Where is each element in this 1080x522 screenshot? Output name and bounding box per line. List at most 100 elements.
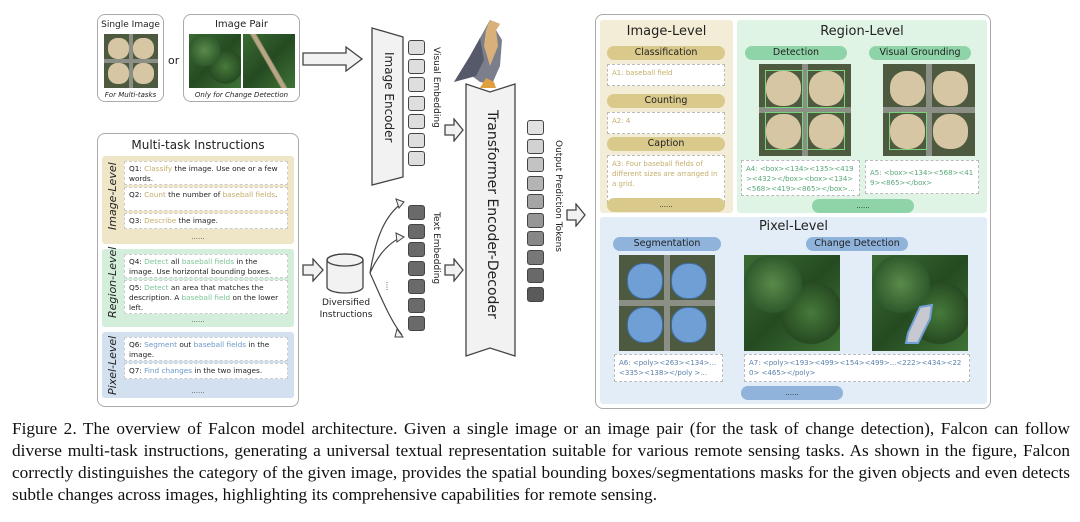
instruction-question: Q2: Count the number of baseball fields.	[124, 187, 288, 211]
baseball-field	[133, 63, 154, 84]
more-indicator: ......	[191, 233, 205, 241]
instruction-text: on the lower left.	[129, 293, 279, 312]
road	[759, 107, 851, 113]
road	[104, 59, 158, 63]
instruction-keyword: baseball fields	[193, 340, 247, 349]
output-token	[527, 249, 544, 265]
more-indicator: ......	[191, 316, 205, 324]
visual-grounding-answer: A5: <box><134><568><419><865></box>	[865, 160, 979, 194]
output-token	[527, 268, 544, 283]
baseball-field	[108, 38, 129, 59]
instruction-text: Q4:	[129, 257, 145, 266]
road	[883, 107, 975, 113]
text-token	[408, 316, 425, 331]
instruction-text: out	[177, 340, 194, 349]
level-label: Image-Level	[106, 162, 119, 230]
instruction-text: in the two images.	[192, 366, 263, 375]
baseball-field	[890, 71, 926, 107]
instruction-keyword: baseball field	[181, 293, 231, 302]
change-before-image	[744, 255, 840, 351]
instruction-question: Q7: Find changes in the two images.	[124, 363, 288, 379]
detection-answer: A4: <box><134><135><419><432></box><box>…	[741, 160, 860, 196]
text-embedding-label: Text Embedding	[431, 212, 441, 285]
diversified-instructions-label: Diversified Instructions	[319, 298, 373, 320]
arrow-right-icon	[566, 203, 586, 227]
region-level-title: Region-Level	[820, 24, 904, 39]
or-label: or	[168, 54, 180, 67]
bounding-box	[888, 111, 928, 151]
instruction-keyword: Detect	[144, 257, 169, 266]
ellipsis-label: ....	[384, 281, 393, 291]
instruction-text: .	[275, 190, 278, 199]
instruction-text: all	[168, 257, 182, 266]
output-token	[527, 157, 544, 172]
baseball-field	[626, 262, 664, 300]
single-image-note: For Multi-tasks	[104, 91, 157, 99]
instructions-title: Multi-task Instructions	[131, 138, 265, 152]
output-token	[527, 212, 544, 228]
image-task-pill: Counting	[607, 94, 725, 108]
baseball-field	[766, 71, 802, 107]
level-label: Region-Level	[106, 246, 119, 318]
text-token	[408, 297, 425, 313]
baseball-field	[133, 38, 154, 59]
baseball-field	[808, 71, 844, 107]
instruction-keyword: Find changes	[144, 366, 193, 375]
instruction-keyword: Describe	[144, 216, 177, 225]
image-more-pill: ......	[607, 198, 725, 212]
text-token	[408, 205, 425, 220]
baseball-field	[932, 71, 968, 107]
instruction-text: in the image. Use horizontal bounding bo…	[129, 257, 272, 276]
text-token	[408, 223, 425, 239]
region-more-pill: ......	[812, 199, 914, 213]
region-level-section: Region-Level Detection Visual Grounding …	[737, 20, 987, 213]
image-encoder-label: Image Encoder	[382, 52, 396, 143]
output-token	[527, 194, 544, 209]
instruction-question: Q5: Detect an area that matches the desc…	[124, 280, 288, 314]
image-task-answer: A3: Four baseball fields of different si…	[607, 155, 725, 203]
instruction-keyword: baseball fields	[181, 257, 235, 266]
instruction-level-region-level: Region-Level Q4: Detect all baseball fiel…	[102, 246, 294, 327]
text-token	[408, 260, 425, 276]
text-token	[408, 242, 425, 257]
single-image-card: Single Image For Multi-tasks	[97, 14, 164, 102]
instruction-text: Q7:	[129, 366, 145, 375]
more-indicator: ......	[191, 387, 205, 395]
change-detection-answer: A7: <poly><193><499><154><499>...<222><4…	[744, 354, 970, 382]
single-image-title: Single Image	[101, 20, 160, 30]
transformer-block	[465, 83, 516, 357]
image-pair-card: Image Pair Only for Change Detection	[183, 14, 300, 102]
output-token	[527, 286, 544, 302]
pixel-more-pill: ......	[741, 386, 843, 400]
output-token	[527, 175, 544, 191]
arrow-right-icon	[444, 258, 464, 282]
baseball-field	[108, 63, 129, 84]
visual-grounding-image	[883, 64, 975, 156]
change-detection-pill: Change Detection	[806, 237, 908, 251]
text-token	[408, 279, 425, 294]
baseball-field	[766, 113, 802, 149]
detection-pill: Detection	[745, 46, 847, 60]
instruction-text: Q2:	[129, 190, 145, 199]
instruction-text: the image. Use one or a few words.	[129, 164, 278, 183]
instruction-text: Q3:	[129, 216, 145, 225]
image-task-pill: Caption	[607, 137, 725, 151]
baseball-field	[932, 113, 968, 149]
segmentation-pill: Segmentation	[613, 237, 721, 251]
visual-token	[408, 58, 425, 74]
image-level-title: Image-Level	[626, 24, 707, 39]
instruction-text: the image.	[176, 216, 218, 225]
transformer-label: Transformer Encoder-Decoder	[484, 110, 500, 319]
detection-image	[759, 64, 851, 156]
bounding-box	[806, 111, 846, 151]
baseball-image	[104, 34, 158, 88]
baseball-field	[670, 262, 708, 300]
curved-arrows-icon	[369, 198, 405, 338]
instruction-question: Q3: Describe the image.	[124, 213, 288, 229]
instruction-text: the number of	[165, 190, 223, 199]
after-image	[243, 34, 295, 88]
instruction-keyword: Count	[144, 190, 166, 199]
